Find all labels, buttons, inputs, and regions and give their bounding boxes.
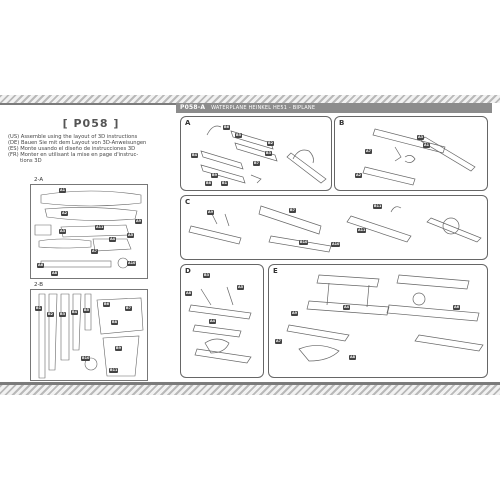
step-d-tag-a5: A5 (237, 285, 244, 290)
sheet-b-label: 2-B (34, 282, 44, 288)
top-dark-band (0, 103, 176, 105)
instruction-fr-cont: tions 3D (20, 158, 42, 164)
sheet-2a: A1 A2 A3 A4 A5 A6 A7 A8 A9 A10 A11 (30, 184, 148, 279)
product-code: [ P058 ] (62, 117, 120, 130)
step-c-tag-a10: A10 (331, 242, 341, 247)
sheet-tag-b5: B5 (83, 308, 90, 313)
top-hatch-band (0, 95, 500, 103)
bottom-dark-band (0, 382, 500, 385)
step-c-tag-a11: A11 (357, 228, 367, 233)
sheet-2b-drawing (38, 293, 144, 379)
step-c-tag-b7: B7 (289, 208, 296, 213)
bottom-hatch-band (0, 385, 500, 395)
sheet-tag-a9: A9 (135, 219, 142, 224)
step-b-tag-a1: A1 (423, 143, 430, 148)
step-a-tag-b3: B3 (265, 151, 272, 156)
instruction-es: (ES) Monte usando el diseño de instrucci… (8, 146, 136, 152)
step-label-a: A (185, 119, 191, 127)
sheet-tag-b9: B9 (115, 346, 122, 351)
sheet-tag-a5: A5 (127, 233, 134, 238)
step-label-e: E (273, 267, 278, 275)
step-e-tag-a7: A7 (275, 339, 282, 344)
step-label-c: C (185, 198, 191, 206)
step-b-tag-a3: A3 (417, 135, 424, 140)
step-a-tag-b2: B2 (267, 141, 274, 146)
step-panel-e: E A9 A7 A4 A8 A6 (268, 264, 488, 378)
step-b-drawing (362, 128, 476, 186)
step-c-tag-b10: B10 (299, 240, 309, 245)
step-a-tag-b6: B6 (223, 125, 230, 130)
sheet-tag-a7: A7 (91, 249, 98, 254)
sheet-tag-b6: B6 (103, 302, 110, 307)
step-panel-a: A B6 B5 B2 B3 B7 B4 B8 B9 B1 (180, 116, 332, 191)
sheet-tag-a4: A4 (109, 237, 116, 242)
step-a-tag-b9: B9 (211, 173, 218, 178)
sheet-tag-a6: A6 (37, 263, 44, 268)
step-d-tag-b3: B3 (203, 273, 210, 278)
step-c-tag-b11: B11 (373, 204, 383, 209)
step-a-tag-b4: B4 (191, 153, 198, 158)
step-a-drawing (200, 125, 327, 184)
sheet-a-label: 2-A (34, 177, 44, 183)
step-e-tag-a4: A4 (343, 305, 350, 310)
step-e-drawing (286, 274, 484, 362)
sheet-tag-b10: B10 (81, 356, 91, 361)
step-panel-d: D B3 A5 A8 A4 (180, 264, 264, 378)
header-title: WATERPLANE HEINKEL HE51 - BIPLANE (211, 105, 316, 111)
header-code: P058-A (180, 104, 206, 111)
sheet-tag-b3: B3 (59, 312, 66, 317)
step-d-tag-a4: A4 (209, 319, 216, 324)
sheet-tag-b11: B11 (109, 368, 119, 373)
sheet-tag-a11: A11 (95, 225, 105, 230)
sheet-tag-a1: A1 (59, 188, 66, 193)
step-d-tag-a8: A8 (185, 291, 192, 296)
sheet-2b: B1 B2 B3 B4 B5 B6 B7 B8 B9 B10 B11 (30, 289, 148, 381)
step-label-b: B (339, 119, 345, 127)
step-d-drawing (188, 286, 252, 364)
step-b-tag-a2: A2 (355, 173, 362, 178)
sheet-tag-a10: A10 (127, 261, 137, 266)
sheet-tag-b2: B2 (47, 312, 54, 317)
sheet-tag-b7: B7 (125, 306, 132, 311)
step-panel-b: B A3 A1 A2 A7 (334, 116, 488, 191)
sheet-tag-b8: B8 (111, 320, 118, 325)
step-c-tag-a9: A9 (207, 210, 214, 215)
instruction-us: (US) Assemble using the layout of 3D ins… (8, 134, 138, 140)
step-panel-c: C B10 A9 B11 B7 A10 A11 (180, 195, 488, 260)
instructions: (US) Assemble using the layout of 3D ins… (8, 134, 173, 164)
step-b-tag-a7: A7 (365, 149, 372, 154)
sheet-tag-b4: B4 (71, 310, 78, 315)
sheet-tag-a3: A3 (59, 229, 66, 234)
sheet-tag-a8: A8 (51, 271, 58, 276)
step-a-tag-b1: B1 (221, 181, 228, 186)
step-e-tag-a9: A9 (291, 311, 298, 316)
step-e-tag-a6: A6 (453, 305, 460, 310)
step-a-tag-b5: B5 (235, 133, 242, 138)
step-label-d: D (185, 267, 191, 275)
step-a-tag-b7: B7 (253, 161, 260, 166)
step-e-tag-a8: A8 (349, 355, 356, 360)
sheet-tag-a2: A2 (61, 211, 68, 216)
step-c-drawing (188, 205, 482, 253)
instruction-fr: (FR) Monter en utilisant la mise en page… (8, 152, 139, 158)
header-title-bar: P058-A WATERPLANE HEINKEL HE51 - BIPLANE (176, 103, 492, 113)
instruction-de: (DE) Bauen Sie mit dem Layout von 3D-Anw… (8, 140, 147, 146)
sheet-tag-b1: B1 (35, 306, 42, 311)
step-a-tag-b8: B8 (205, 181, 212, 186)
